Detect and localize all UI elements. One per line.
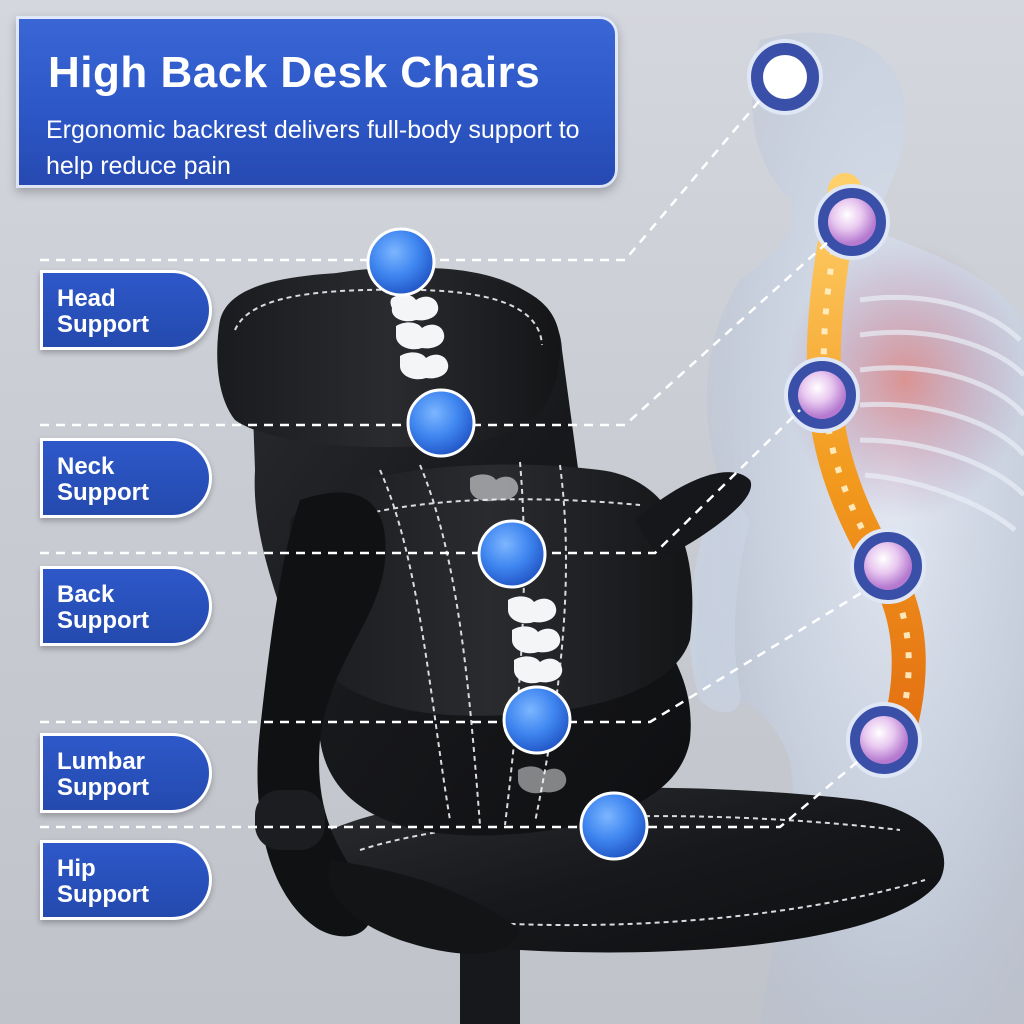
body-joint-markers (747, 39, 926, 778)
label-neck-support: Neck Support (40, 438, 212, 518)
label-line1: Back (57, 581, 115, 608)
chair-vertebrae (390, 294, 567, 794)
banner-title: High Back Desk Chairs (48, 48, 541, 97)
label-line1: Neck (57, 453, 115, 480)
office-chair (217, 267, 945, 1024)
label-hip-support: Hip Support (40, 840, 212, 920)
label-line1: Hip (57, 855, 96, 882)
label-line1: Head (57, 285, 116, 312)
label-line2: Support (57, 479, 149, 506)
connector-lines (40, 99, 867, 829)
ribs (859, 294, 1024, 532)
label-back-support: Back Support (40, 566, 212, 646)
label-line2: Support (57, 774, 149, 801)
header-banner: High Back Desk Chairs Ergonomic backrest… (16, 16, 618, 188)
label-line2: Support (57, 311, 149, 338)
label-line1: Lumbar (57, 748, 146, 775)
label-line2: Support (57, 881, 149, 908)
chair-support-dots (366, 227, 649, 861)
label-lumbar-support: Lumbar Support (40, 733, 212, 813)
label-head-support: Head Support (40, 270, 212, 350)
spine (806, 173, 926, 777)
label-line2: Support (57, 607, 149, 634)
banner-subtitle: Ergonomic backrest delivers full-body su… (46, 116, 580, 180)
